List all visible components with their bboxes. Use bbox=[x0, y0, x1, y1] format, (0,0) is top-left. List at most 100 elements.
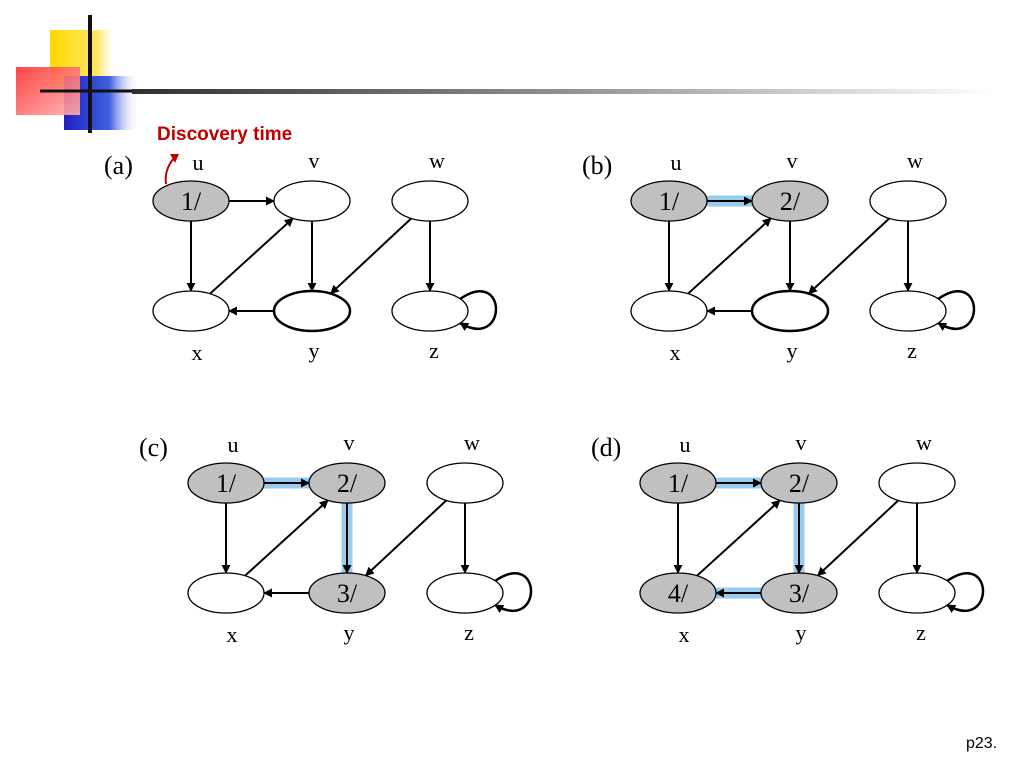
vertex-ellipse-y bbox=[760, 572, 838, 614]
vertex-time-x: 4/ bbox=[668, 579, 689, 608]
vertex-name-w: w bbox=[429, 148, 445, 173]
vertex-y: 3/y bbox=[308, 572, 386, 645]
vertex-name-v: v bbox=[796, 430, 807, 455]
vertex-name-z: z bbox=[916, 620, 926, 645]
panel-label-c: (c) bbox=[139, 433, 168, 462]
vertex-x: x bbox=[187, 572, 265, 647]
vertex-name-w: w bbox=[916, 430, 932, 455]
logo-graphic bbox=[16, 15, 140, 133]
discovery-time-label: Discovery time bbox=[157, 124, 293, 145]
vertex-y: 3/y bbox=[760, 572, 838, 645]
vertex-name-u: u bbox=[228, 432, 239, 457]
vertex-time-y: 3/ bbox=[789, 579, 810, 608]
vertex-ellipse-u bbox=[630, 180, 708, 222]
vertex-name-v: v bbox=[344, 430, 355, 455]
vertex-time-u: 1/ bbox=[659, 187, 680, 216]
vertex-time-y: 3/ bbox=[337, 579, 358, 608]
panel-label-d: (d) bbox=[591, 433, 621, 462]
vertex-v: 2/v bbox=[760, 430, 838, 504]
vertex-name-x: x bbox=[227, 622, 238, 647]
vertex-time-u: 1/ bbox=[216, 469, 237, 498]
vertex-name-x: x bbox=[679, 622, 690, 647]
edge-x-v bbox=[244, 499, 329, 577]
vertex-y: y bbox=[750, 289, 830, 363]
vertex-time-v: 2/ bbox=[789, 469, 810, 498]
vertex-x: x bbox=[152, 290, 230, 365]
vertex-name-x: x bbox=[670, 340, 681, 365]
vertex-time-u: 1/ bbox=[181, 187, 202, 216]
vertex-ellipse-w bbox=[869, 180, 947, 222]
graph-c: (c) 1/u 2/v w x 3/y z bbox=[139, 430, 533, 647]
vertex-name-y: y bbox=[309, 338, 320, 363]
vertex-ellipse-u bbox=[187, 462, 265, 504]
vertex-ellipse-u bbox=[152, 180, 230, 222]
vertex-ellipse-x bbox=[187, 572, 265, 614]
vertex-name-z: z bbox=[429, 338, 439, 363]
edge-z-z bbox=[494, 572, 533, 613]
edge-w-y bbox=[365, 499, 447, 577]
vertex-name-y: y bbox=[787, 338, 798, 363]
vertex-name-v: v bbox=[787, 148, 798, 173]
panel-d: (d) 1/u 2/v w 4/x 3/y z bbox=[577, 422, 1007, 657]
vertex-w: w bbox=[878, 430, 956, 504]
graph-b: (b) 1/u 2/v w x y z bbox=[582, 148, 976, 365]
vertex-z: z bbox=[878, 572, 956, 645]
edge-x-v bbox=[687, 217, 772, 295]
vertex-name-v: v bbox=[309, 148, 320, 173]
vertex-name-u: u bbox=[671, 150, 682, 175]
vertex-w: w bbox=[426, 430, 504, 504]
vertex-y: y bbox=[272, 289, 352, 363]
vertex-name-u: u bbox=[680, 432, 691, 457]
vertex-name-y: y bbox=[796, 620, 807, 645]
vertex-ellipse-x bbox=[630, 290, 708, 332]
vertex-z: z bbox=[426, 572, 504, 645]
slide-logo bbox=[0, 0, 140, 140]
vertex-w: w bbox=[391, 148, 469, 222]
panel-label-b: (b) bbox=[582, 151, 612, 180]
vertex-x: 4/x bbox=[639, 572, 717, 647]
vertex-time-u: 1/ bbox=[668, 469, 689, 498]
page-number: p23. bbox=[966, 735, 998, 752]
vertex-name-z: z bbox=[464, 620, 474, 645]
edge-x-v bbox=[209, 217, 294, 295]
vertex-ellipse-w bbox=[391, 180, 469, 222]
vertex-u: 1/u bbox=[639, 432, 717, 504]
vertex-ellipse-z bbox=[391, 290, 469, 332]
vertex-v: 2/v bbox=[308, 430, 386, 504]
graph-d: (d) 1/u 2/v w 4/x 3/y z bbox=[591, 430, 985, 647]
vertex-name-x: x bbox=[192, 340, 203, 365]
vertex-w: w bbox=[869, 148, 947, 222]
edge-z-z bbox=[946, 572, 985, 613]
vertex-ellipse-v bbox=[760, 462, 838, 504]
edge-z-z bbox=[459, 290, 498, 331]
vertex-name-y: y bbox=[344, 620, 355, 645]
vertex-ellipse-y bbox=[272, 289, 352, 333]
vertex-ellipse-z bbox=[869, 290, 947, 332]
vertex-ellipse-x bbox=[152, 290, 230, 332]
discovery-arrow bbox=[164, 154, 179, 185]
vertex-z: z bbox=[869, 290, 947, 363]
vertex-ellipse-v bbox=[751, 180, 829, 222]
panel-b: (b) 1/u 2/v w x y z bbox=[568, 140, 998, 375]
edge-w-y bbox=[817, 499, 899, 577]
edge-w-y bbox=[808, 217, 890, 295]
vertex-time-v: 2/ bbox=[337, 469, 358, 498]
vertex-ellipse-w bbox=[426, 462, 504, 504]
panel-c: (c) 1/u 2/v w x 3/y z bbox=[125, 422, 555, 657]
vertex-ellipse-z bbox=[878, 572, 956, 614]
vertex-ellipse-w bbox=[878, 462, 956, 504]
vertex-u: 1/u bbox=[187, 432, 265, 504]
vertex-name-w: w bbox=[907, 148, 923, 173]
vertex-time-v: 2/ bbox=[780, 187, 801, 216]
vertex-z: z bbox=[391, 290, 469, 363]
header-rule bbox=[132, 89, 992, 94]
vertex-ellipse-y bbox=[308, 572, 386, 614]
edge-x-v bbox=[696, 499, 781, 577]
vertex-ellipse-y bbox=[750, 289, 830, 333]
vertex-v: 2/v bbox=[751, 148, 829, 222]
vertex-ellipse-v bbox=[273, 180, 351, 222]
edge-w-y bbox=[330, 217, 412, 295]
vertex-u: 1/u bbox=[630, 150, 708, 222]
